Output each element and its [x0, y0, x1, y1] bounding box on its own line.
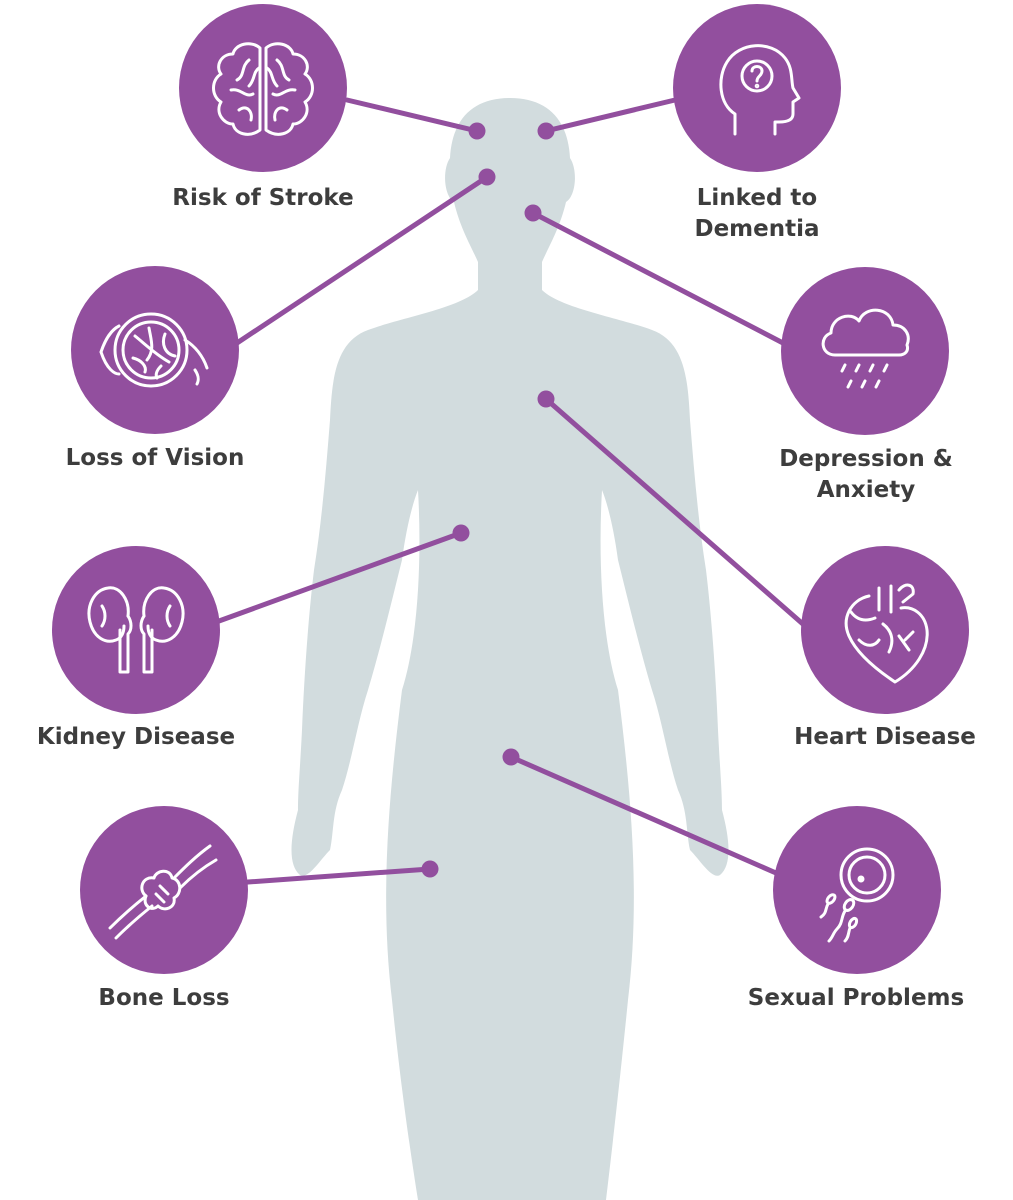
connector-bone	[245, 866, 433, 885]
connector-kidney	[216, 530, 464, 624]
connector-lines	[216, 97, 807, 885]
human-silhouette	[291, 98, 729, 1200]
stroke-circle	[179, 4, 347, 172]
kidneys-icon	[87, 586, 185, 674]
connector-heart	[543, 396, 807, 628]
depression-circle	[781, 267, 949, 435]
kidney-label: Kidney Disease	[36, 724, 236, 750]
kidney-circle	[52, 546, 220, 714]
stroke-label: Risk of Stroke	[172, 185, 354, 211]
sexual-label: Sexual Problems	[747, 985, 965, 1011]
eye-icon	[99, 312, 209, 388]
bone-label: Bone Loss	[98, 985, 230, 1011]
head-question-icon	[719, 44, 801, 136]
connector-dementia	[543, 97, 678, 134]
dementia-label: Linked to Dementia	[694, 185, 820, 242]
heart-icon	[844, 583, 929, 684]
connector-depression	[530, 210, 786, 346]
heart-label: Heart Disease	[794, 724, 976, 750]
connector-stroke	[344, 97, 480, 134]
connector-dots	[421, 122, 555, 878]
rain-cloud-icon	[821, 308, 910, 389]
brain-icon	[212, 42, 314, 136]
vision-label: Loss of Vision	[65, 445, 245, 471]
sperm-egg-icon	[819, 847, 895, 943]
depression-label: Depression & Anxiety	[779, 446, 953, 503]
heart-circle	[801, 546, 969, 714]
vision-circle	[71, 266, 239, 434]
connector-vision	[234, 174, 490, 346]
connector-sexual	[508, 754, 779, 876]
bone-joint-icon	[108, 844, 218, 940]
